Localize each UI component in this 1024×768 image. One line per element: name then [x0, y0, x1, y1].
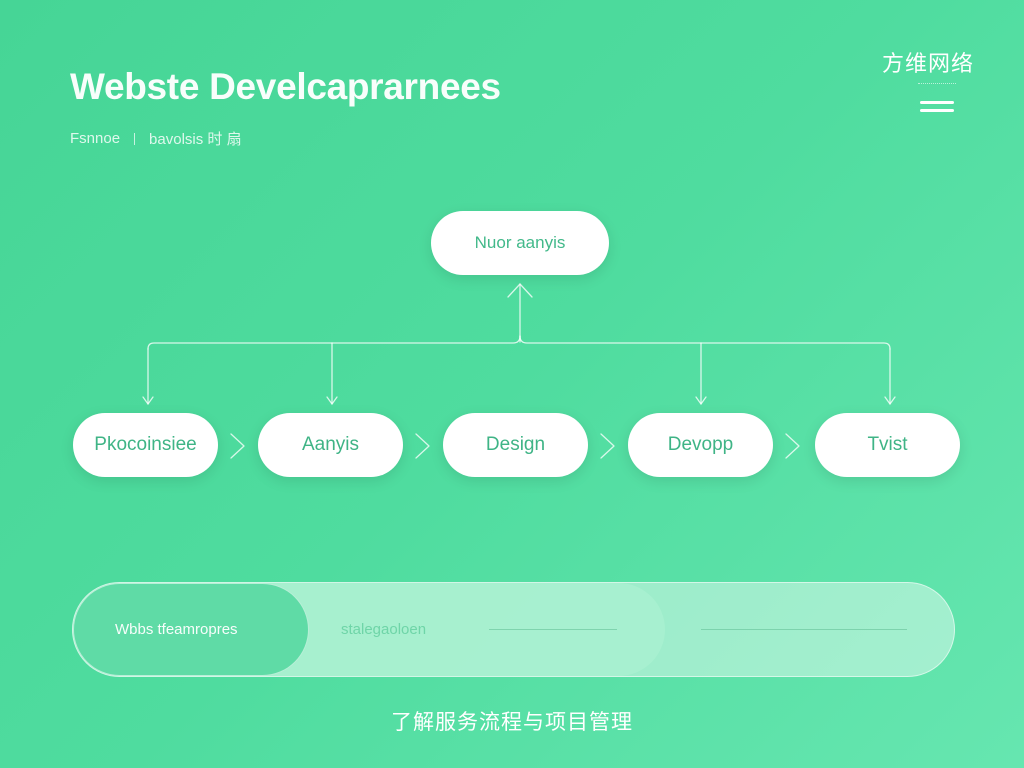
chevron-right-icon — [785, 433, 800, 459]
breadcrumb: Fsnnoe bavolsis 时 扇 — [70, 128, 242, 149]
progress-track: Wbbs tfeamropres stalegaoloen — [72, 582, 955, 677]
chevron-right-icon — [230, 433, 245, 459]
brand-logo-text[interactable]: 方维网络 — [881, 52, 974, 77]
menu-bar — [920, 101, 954, 104]
node-step-5[interactable]: Tvist — [815, 413, 960, 477]
chevron-right-icon — [415, 433, 430, 459]
progress-divider-line — [489, 629, 617, 630]
node-step-4[interactable]: Devopp — [628, 413, 773, 477]
arrowhead-down-5 — [884, 396, 896, 405]
footer-caption: 了解服务流程与项目管理 — [391, 710, 633, 734]
node-step-3[interactable]: Design — [443, 413, 588, 477]
progress-segment-1[interactable] — [73, 583, 309, 676]
progress-divider-line — [701, 629, 907, 630]
node-step-2[interactable]: Aanyis — [258, 413, 403, 477]
progress-segment-2-label: stalegaoloen — [341, 621, 427, 638]
connector-bus-right — [519, 335, 891, 350]
breadcrumb-item-home[interactable]: Fsnnoe — [70, 130, 121, 147]
arrowhead-down-1 — [142, 396, 154, 405]
progress-segment-1-label: Wbbs tfeamropres — [115, 621, 238, 638]
menu-bar — [920, 109, 954, 112]
chevron-right-icon — [600, 433, 615, 459]
node-step-1[interactable]: Pkocoinsiee — [73, 413, 218, 477]
hamburger-menu-icon[interactable] — [916, 96, 958, 118]
brand-divider — [918, 83, 956, 86]
arrowhead-up — [507, 283, 533, 298]
connector-bus-left — [147, 335, 521, 350]
breadcrumb-item-current[interactable]: bavolsis 时 扇 — [149, 131, 242, 148]
breadcrumb-separator — [134, 132, 136, 145]
arrowhead-down-2 — [326, 396, 338, 405]
page-title: Webste Develcaprarnees — [70, 66, 501, 107]
arrowhead-down-4 — [695, 396, 707, 405]
node-requirement-analysis[interactable]: Nuor aanyis — [431, 211, 609, 275]
